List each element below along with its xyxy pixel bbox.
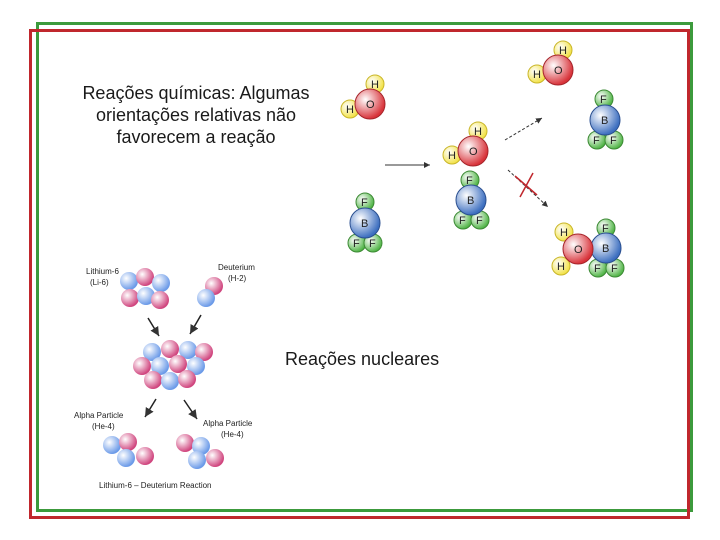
alpha-particle-right-label: Alpha Particle — [203, 419, 253, 428]
alpha-particle-left-label: Alpha Particle — [74, 411, 124, 420]
fluorine-label: F — [594, 263, 601, 275]
neutron — [161, 372, 179, 390]
fluorine-label: F — [600, 94, 607, 106]
hydrogen-atom — [554, 222, 574, 242]
proton — [136, 447, 154, 465]
hydrogen-label: H — [346, 104, 354, 116]
oxygen-label: O — [574, 244, 583, 256]
fluorine-label: F — [476, 215, 483, 227]
boron-label: B — [467, 195, 474, 207]
fluorine-label: F — [466, 175, 473, 187]
oxygen-atom — [354, 88, 386, 120]
alpha-particle-left — [103, 433, 154, 467]
outer-frame-green — [36, 22, 693, 512]
converge-arrow-right — [189, 314, 202, 335]
hydrogen-label: H — [559, 45, 567, 57]
fluorine-label: F — [459, 215, 466, 227]
neutron — [120, 272, 138, 290]
proton — [195, 343, 213, 361]
water-molecule-left: H H O — [340, 74, 386, 120]
oxygen-atom — [562, 233, 594, 265]
deuterium-symbol-label: (H-2) — [228, 274, 247, 283]
proton — [119, 433, 137, 451]
no-reaction-arrow — [504, 117, 543, 141]
neutron — [187, 357, 205, 375]
proton — [161, 340, 179, 358]
water-molecule-center: H H O — [442, 121, 489, 167]
chemical-reactions-title: Reações químicas: Algumas orientações re… — [82, 83, 310, 147]
converge-arrow-left — [147, 317, 160, 337]
diverge-arrow-right — [183, 399, 198, 420]
fluorine-label: F — [593, 135, 600, 147]
fluorine-label: F — [369, 238, 376, 250]
nuclear-reaction-caption: Lithium-6 – Deuterium Reaction — [99, 481, 212, 490]
hydrogen-label: H — [448, 150, 456, 162]
water-molecule-top-right: H H O — [527, 40, 574, 86]
lithium-symbol-label: (Li-6) — [90, 278, 109, 287]
neutron — [179, 341, 197, 359]
diverge-arrow-left — [144, 398, 157, 418]
boron-atom — [349, 207, 381, 239]
alpha-particle-right-symbol: (He-4) — [221, 430, 244, 439]
proton — [178, 370, 196, 388]
proton — [176, 434, 194, 452]
proton — [206, 449, 224, 467]
h2o-bf3-complex-bottom-right: F F F B H H O — [551, 218, 625, 278]
oxygen-label: O — [469, 146, 478, 158]
boron-label: B — [361, 218, 368, 230]
deuterium-nucleus — [197, 277, 223, 307]
fluorine-label: F — [611, 263, 618, 275]
alpha-particle-right — [176, 434, 224, 469]
neutron — [188, 451, 206, 469]
neutron — [152, 274, 170, 292]
fluorine-label: F — [353, 238, 360, 250]
oxygen-label: O — [366, 99, 375, 111]
fluorine-label: F — [610, 135, 617, 147]
neutron — [151, 357, 169, 375]
proton — [136, 268, 154, 286]
compound-nucleus — [133, 340, 213, 390]
hydrogen-label: H — [371, 79, 379, 91]
lithium-label: Lithium-6 — [86, 267, 119, 276]
fluorine-label: F — [361, 197, 368, 209]
boron-atom — [455, 184, 487, 216]
hydrogen-label: H — [533, 69, 541, 81]
oxygen-label: O — [554, 65, 563, 77]
oxygen-atom — [542, 54, 574, 86]
proton — [133, 357, 151, 375]
alpha-particle-left-symbol: (He-4) — [92, 422, 115, 431]
lithium-6-nucleus — [120, 268, 170, 309]
blocked-arrow — [507, 169, 549, 208]
oxygen-atom — [457, 135, 489, 167]
bf3-molecule-center: F F F B — [453, 170, 490, 230]
boron-label: B — [601, 115, 608, 127]
deuterium-label: Deuterium — [218, 263, 255, 272]
proton — [144, 371, 162, 389]
neutron — [103, 436, 121, 454]
neutron — [192, 437, 210, 455]
neutron — [137, 287, 155, 305]
blocked-marker-icon — [514, 172, 538, 198]
hydrogen-label: H — [474, 126, 482, 138]
hydrogen-atom — [551, 256, 571, 276]
outer-frame-red — [29, 29, 690, 519]
hydrogen-label: H — [557, 261, 565, 273]
hydrogen-label: H — [560, 227, 568, 239]
neutron — [197, 289, 215, 307]
nuclear-reactions-title: Reações nucleares — [285, 349, 440, 369]
bf3-molecule-top-right: F F F B — [587, 89, 624, 150]
proton — [169, 355, 187, 373]
proton — [121, 289, 139, 307]
boron-atom — [589, 104, 621, 136]
bf3-molecule-left: F F F B — [347, 192, 383, 253]
neutron — [117, 449, 135, 467]
boron-label: B — [602, 243, 609, 255]
neutron — [143, 343, 161, 361]
proton — [151, 291, 169, 309]
fluorine-label: F — [602, 223, 609, 235]
